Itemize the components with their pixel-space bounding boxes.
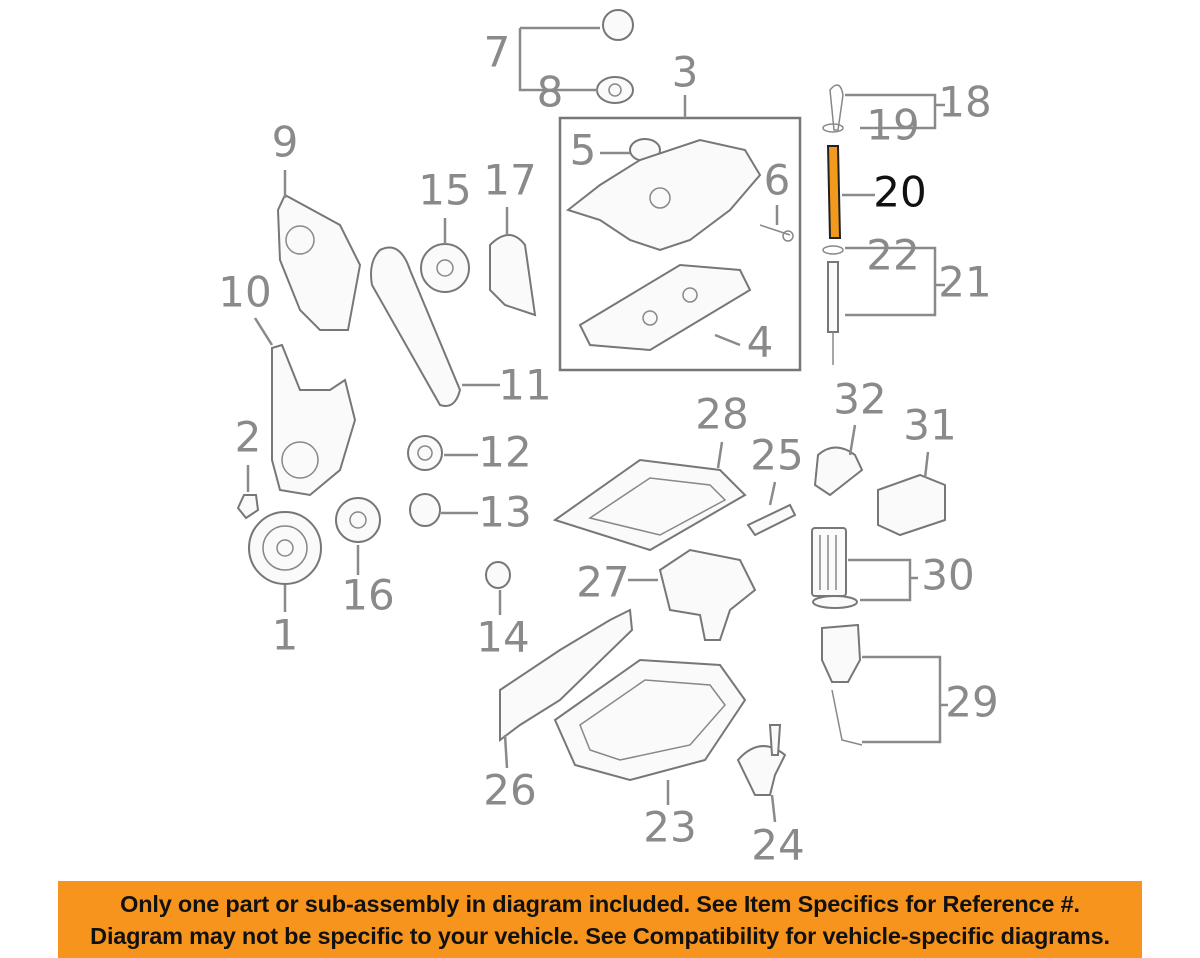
callout-14: 14: [476, 613, 529, 662]
callout-13: 13: [478, 488, 531, 537]
callout-10: 10: [218, 268, 271, 317]
callout-1: 1: [272, 611, 299, 660]
callout-29: 29: [945, 678, 998, 727]
callout-2: 2: [235, 413, 262, 462]
callout-9: 9: [272, 118, 299, 167]
callout-7: 7: [484, 28, 511, 77]
callout-3: 3: [672, 48, 699, 97]
callout-32: 32: [833, 375, 886, 424]
callout-15: 15: [418, 166, 471, 215]
callout-19: 19: [866, 101, 919, 150]
callout-25: 25: [750, 431, 803, 480]
banner-line-2: Diagram may not be specific to your vehi…: [90, 922, 1110, 949]
callout-18: 18: [938, 78, 991, 127]
callout-27: 27: [576, 558, 629, 607]
callout-20: 20: [873, 168, 926, 217]
banner-line-1: Only one part or sub-assembly in diagram…: [120, 890, 1080, 917]
callout-21: 21: [938, 258, 991, 307]
callout-30: 30: [921, 551, 974, 600]
callout-16: 16: [341, 571, 394, 620]
callout-31: 31: [903, 401, 956, 450]
disclaimer-banner: Only one part or sub-assembly in diagram…: [58, 881, 1142, 958]
callout-23: 23: [643, 803, 696, 852]
highlighted-part-20: [826, 145, 842, 239]
parts: [236, 9, 946, 796]
callout-11: 11: [498, 361, 551, 410]
callout-8: 8: [537, 68, 564, 117]
assembly-box-3: [558, 116, 802, 372]
callout-5: 5: [570, 126, 597, 175]
leader-lines: [246, 26, 948, 823]
callout-22: 22: [866, 231, 919, 280]
callout-24: 24: [751, 821, 804, 870]
callout-12: 12: [478, 428, 531, 477]
callout-17: 17: [483, 156, 536, 205]
callout-26: 26: [483, 766, 536, 815]
callout-4: 4: [747, 318, 774, 367]
callout-28: 28: [695, 390, 748, 439]
callout-6: 6: [764, 156, 791, 205]
